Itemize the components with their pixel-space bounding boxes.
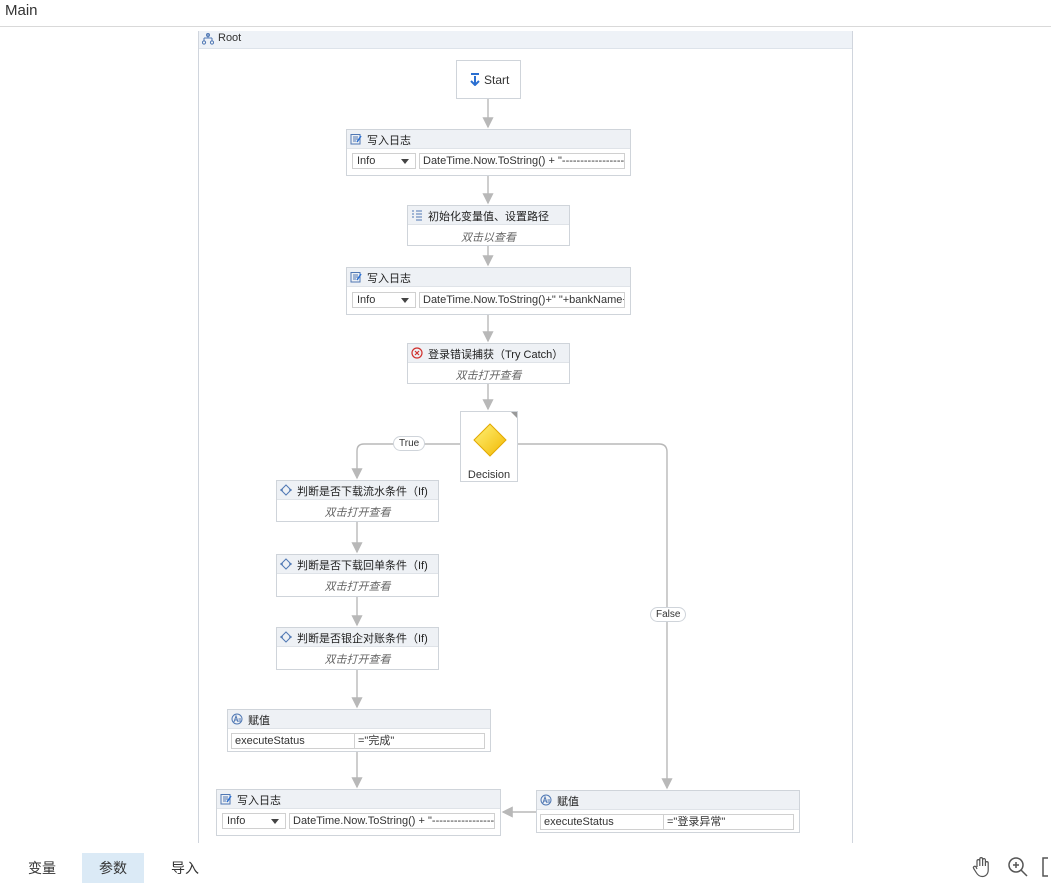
- true-branch-label: True: [393, 436, 426, 451]
- start-label: Start: [484, 73, 510, 87]
- root-sequence-header[interactable]: Root: [199, 31, 852, 49]
- tab-variables[interactable]: 变量: [28, 860, 56, 876]
- activity-hint: 双击打开查看: [455, 370, 522, 382]
- write-log-icon: [220, 794, 232, 805]
- activity-if-download-flow[interactable]: 判断是否下载流水条件（If) 双击打开查看: [276, 480, 439, 522]
- activity-init-variables[interactable]: 初始化变量值、设置路径 双击以查看: [407, 205, 570, 246]
- activity-title: 赋值: [248, 715, 270, 727]
- tab-imports[interactable]: 导入: [171, 860, 199, 876]
- tab-arguments[interactable]: 参数: [82, 853, 144, 883]
- activity-title: 写入日志: [367, 135, 411, 147]
- assign-value-input[interactable]: ="登录异常": [663, 814, 794, 830]
- log-level-select[interactable]: Info: [352, 292, 416, 308]
- write-log-icon: [350, 272, 362, 283]
- activity-assign-login-error[interactable]: 赋值 executeStatus ="登录异常": [536, 790, 800, 833]
- dropdown-arrow-icon: [401, 159, 409, 164]
- log-level-select[interactable]: Info: [222, 813, 286, 829]
- activity-title: 写入日志: [367, 273, 411, 285]
- bottom-panel-bar: 变量 参数 导入: [0, 851, 1051, 883]
- root-label: Root: [218, 32, 242, 44]
- assign-icon: [231, 713, 243, 725]
- activity-if-download-receipt[interactable]: 判断是否下载回单条件（If) 双击打开查看: [276, 554, 439, 597]
- activity-try-catch[interactable]: 登录错误捕获（Try Catch） 双击打开查看: [407, 343, 570, 384]
- zoom-in-icon[interactable]: [1006, 855, 1030, 879]
- activity-if-bank-reconcile[interactable]: 判断是否银企对账条件（If) 双击打开查看: [276, 627, 439, 670]
- if-condition-icon: [280, 558, 292, 570]
- fit-to-screen-icon[interactable]: [1040, 855, 1051, 879]
- connector-true-branch: [351, 443, 460, 480]
- assign-value-input[interactable]: ="完成": [354, 733, 485, 749]
- connector-false-branch: [518, 443, 673, 790]
- title-divider: [0, 26, 1051, 27]
- activity-hint: 双击打开查看: [324, 581, 391, 593]
- log-level-select[interactable]: Info: [352, 153, 416, 169]
- assign-target-input[interactable]: executeStatus: [231, 733, 355, 749]
- activity-title: 判断是否下载流水条件（If): [297, 486, 428, 498]
- activity-write-log-1[interactable]: 写入日志 Info DateTime.Now.ToString() + "---…: [346, 129, 631, 176]
- error-icon: [411, 347, 423, 359]
- log-message-input[interactable]: DateTime.Now.ToString() + "-------------…: [289, 813, 495, 829]
- activity-title: 写入日志: [237, 795, 281, 807]
- activity-hint: 双击打开查看: [324, 654, 391, 666]
- if-condition-icon: [280, 484, 292, 496]
- assign-icon: [540, 794, 552, 806]
- activity-write-log-2[interactable]: 写入日志 Info DateTime.Now.ToString()+" "+ba…: [346, 267, 631, 315]
- sequence-icon: [202, 33, 214, 45]
- activity-write-log-3[interactable]: 写入日志 Info DateTime.Now.ToString() + "---…: [216, 789, 501, 836]
- decision-label: Decision: [467, 469, 511, 481]
- list-icon: [412, 210, 422, 221]
- activity-title: 判断是否银企对账条件（If): [297, 633, 428, 645]
- activity-title: 判断是否下载回单条件（If): [297, 560, 428, 572]
- start-node[interactable]: Start: [456, 60, 521, 99]
- dropdown-arrow-icon: [401, 298, 409, 303]
- pan-hand-icon[interactable]: [970, 855, 994, 879]
- dropdown-arrow-icon: [271, 819, 279, 824]
- log-message-input[interactable]: DateTime.Now.ToString() + "-------------…: [419, 153, 625, 169]
- workflow-title: Main: [5, 2, 38, 19]
- activity-title: 初始化变量值、设置路径: [428, 211, 549, 223]
- activity-assign-complete[interactable]: 赋值 executeStatus ="完成": [227, 709, 491, 752]
- false-branch-label: False: [650, 607, 687, 622]
- activity-hint: 双击打开查看: [324, 507, 391, 519]
- log-message-input[interactable]: DateTime.Now.ToString()+" "+bankName+: [419, 292, 625, 308]
- activity-hint: 双击以查看: [461, 232, 516, 244]
- corner-marker: [511, 412, 517, 418]
- if-condition-icon: [280, 631, 292, 643]
- activity-title: 登录错误捕获（Try Catch）: [428, 349, 564, 361]
- assign-target-input[interactable]: executeStatus: [540, 814, 664, 830]
- activity-title: 赋值: [557, 796, 579, 808]
- start-arrow-icon: [470, 73, 480, 86]
- decision-diamond-icon: [473, 423, 507, 457]
- decision-node[interactable]: Decision: [460, 411, 518, 482]
- write-log-icon: [350, 134, 362, 145]
